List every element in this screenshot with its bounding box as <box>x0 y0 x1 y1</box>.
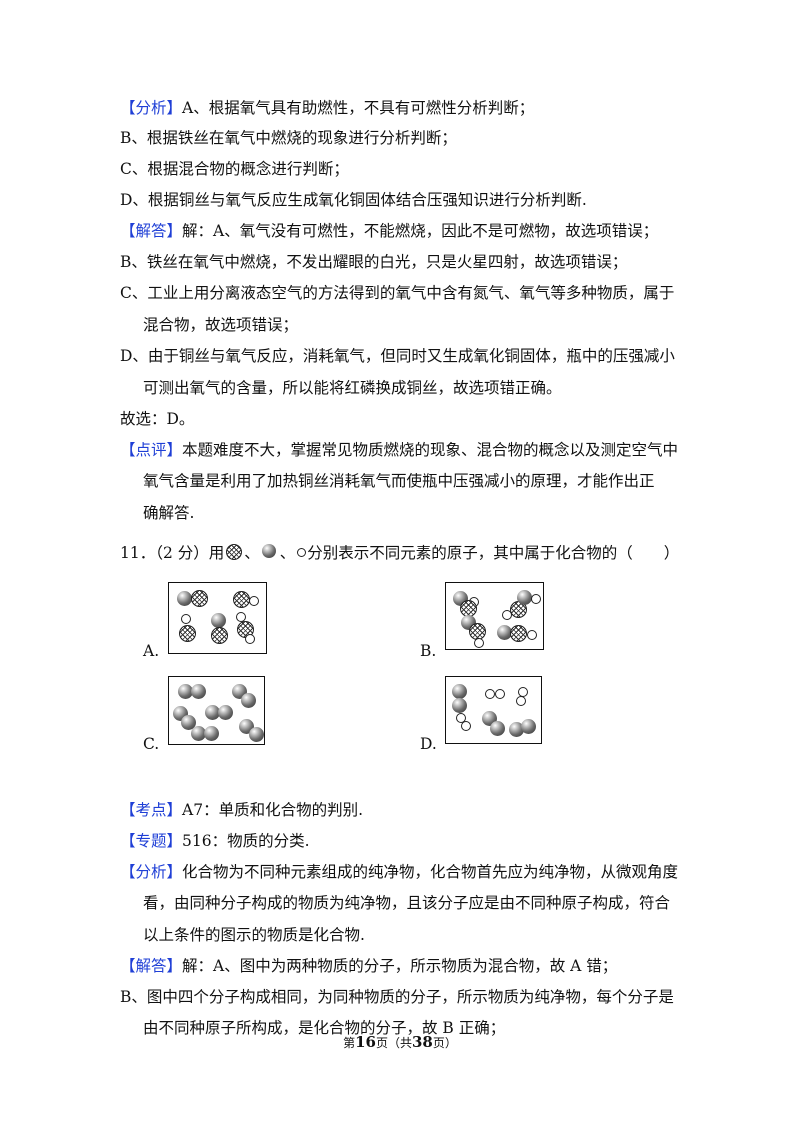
dark-atom <box>497 625 512 640</box>
analysis-line-a: 【分析】A、根据氧气具有助燃性，不具有可燃性分析判断； <box>120 97 534 119</box>
topic-text: 516：物质的分类. <box>182 832 310 850</box>
comment-line-3: 确解答. <box>143 504 195 522</box>
question-suffix: 分别表示不同元素的原子，其中属于化合物的（ ） <box>307 544 680 562</box>
solution-line-d1: D、由于铜丝与氧气反应，消耗氧气，但同时又生成氧化铜固体，瓶中的压强减小 <box>120 347 675 365</box>
analysis2-tag: 【分析】 <box>120 863 183 881</box>
option-b-label: B. <box>420 642 437 660</box>
dark-atom <box>490 721 505 736</box>
solution-text: 解：A、氧气没有可燃性，不能燃烧，因此不是可燃物，故选项错误； <box>182 222 659 240</box>
hatched-atom <box>179 625 196 642</box>
dark-atom <box>521 719 536 734</box>
footer-suffix: 页） <box>432 1036 457 1050</box>
dark-atom <box>509 722 524 737</box>
hatched-atom <box>191 590 208 607</box>
dark-atom <box>241 693 256 708</box>
answer-line: 故选：D。 <box>120 410 195 428</box>
dark-atom <box>249 727 264 742</box>
hatched-atom <box>510 601 527 618</box>
analysis2-line-1: 【分析】化合物为不同种元素组成的纯净物，化合物首先应为纯净物，从微观角度 <box>120 861 678 883</box>
option-d-label: D. <box>420 735 437 753</box>
dark-atom <box>452 698 467 713</box>
analysis2-line-2: 看，由同种分子构成的物质为纯净物，且该分子应是由不同种原子构成，符合 <box>143 894 671 912</box>
analysis-line-d: D、根据铜丝与氧气反应生成氧化铜固体结合压强知识进行分析判断. <box>120 191 587 209</box>
dark-atom <box>178 684 193 699</box>
dark-atom <box>181 715 196 730</box>
small-atom-legend <box>295 544 307 560</box>
solution2-line-b1: B、图中四个分子构成相同，为同种物质的分子，所示物质为纯净物，每个分子是 <box>120 988 674 1006</box>
small-atom <box>527 630 537 640</box>
solution-line-c1: C、工业上用分离液态空气的方法得到的氧气中含有氮气、氧气等多种物质，属于 <box>120 284 675 302</box>
key-point-tag: 【考点】 <box>120 801 183 819</box>
solution-tag: 【解答】 <box>120 222 183 240</box>
small-atom <box>181 614 191 624</box>
comment-text: 本题难度不大，掌握常见物质燃烧的现象、混合物的概念以及测定空气中 <box>182 441 679 459</box>
small-atom <box>495 689 505 699</box>
topic-line: 【专题】516：物质的分类. <box>120 830 310 852</box>
small-atom <box>245 634 255 644</box>
small-atom <box>516 696 526 706</box>
footer-prefix: 第 <box>343 1036 356 1050</box>
analysis-text: A、根据氧气具有助燃性，不具有可燃性分析判断； <box>182 99 535 117</box>
question-11-stem: 11．（2 分）用、、分别表示不同元素的原子，其中属于化合物的（ ） <box>120 542 679 564</box>
page-footer: 第16页（共38页） <box>0 1033 800 1051</box>
option-a-label: A. <box>143 642 160 660</box>
footer-middle: 页（共 <box>375 1036 412 1050</box>
dark-atom <box>204 726 219 741</box>
total-pages: 38 <box>412 1033 433 1051</box>
solution2-text: 解：A、图中为两种物质的分子，所示物质为混合物，故 A 错； <box>182 957 618 975</box>
dark-atom <box>211 613 226 628</box>
solution2-tag: 【解答】 <box>120 957 183 975</box>
key-point-text: A7：单质和化合物的判别. <box>182 801 363 819</box>
hatched-atom <box>211 627 228 644</box>
solution-line-a: 【解答】解：A、氧气没有可燃性，不能燃烧，因此不是可燃物，故选项错误； <box>120 220 658 242</box>
option-c-diagram <box>168 676 265 745</box>
comment-line-2: 氧气含量是利用了加热铜丝消耗氧气而使瓶中压强减小的原理，才能作出正 <box>143 472 655 490</box>
small-atom-icon <box>297 548 307 557</box>
dark-atom-legend <box>260 544 280 560</box>
question-sep-2: 、 <box>279 544 296 562</box>
small-atom <box>531 594 541 604</box>
solution2-line-b2: 由不同种原子所构成，是化合物的分子，故 B 正确； <box>143 1019 506 1037</box>
dark-atom <box>218 705 233 720</box>
question-prefix: 11．（2 分）用 <box>120 544 225 562</box>
solution2-line-a: 【解答】解：A、图中为两种物质的分子，所示物质为混合物，故 A 错； <box>120 955 617 977</box>
small-atom <box>474 638 484 648</box>
hatched-atom-icon <box>226 544 243 560</box>
dark-atom-icon <box>261 544 276 558</box>
option-d-diagram <box>445 676 542 744</box>
comment-tag: 【点评】 <box>120 441 183 459</box>
question-sep-1: 、 <box>244 544 260 562</box>
solution-line-d2: 可测出氧气的含量，所以能将红磷换成铜丝，故选项错正确。 <box>143 379 562 397</box>
dark-atom <box>177 591 192 606</box>
page-number: 16 <box>355 1033 376 1051</box>
solution-line-c2: 混合物，故选项错误； <box>143 316 299 334</box>
small-atom <box>249 596 259 606</box>
small-atom <box>461 721 471 731</box>
small-atom <box>502 610 512 620</box>
dark-atom <box>191 726 206 741</box>
comment-line-1: 【点评】本题难度不大，掌握常见物质燃烧的现象、混合物的概念以及测定空气中 <box>120 439 678 461</box>
analysis2-line-3: 以上条件的图示的物质是化合物. <box>143 926 365 944</box>
small-atom <box>485 689 495 699</box>
option-c-label: C. <box>143 735 160 753</box>
hatched-atom <box>237 621 254 638</box>
analysis-line-c: C、根据混合物的概念进行判断； <box>120 160 349 178</box>
analysis2-text: 化合物为不同种元素组成的纯净物，化合物首先应为纯净物，从微观角度 <box>182 863 679 881</box>
hatched-atom <box>510 625 527 642</box>
hatched-atom-legend <box>224 544 244 560</box>
analysis-tag: 【分析】 <box>120 99 183 117</box>
dark-atom <box>191 684 206 699</box>
option-b-diagram <box>445 582 544 650</box>
dark-atom <box>452 684 467 699</box>
topic-tag: 【专题】 <box>120 832 183 850</box>
solution-line-b: B、铁丝在氧气中燃烧，不发出耀眼的白光，只是火星四射，故选项错误； <box>120 253 628 271</box>
hatched-atom <box>233 591 250 608</box>
key-point-line: 【考点】A7：单质和化合物的判别. <box>120 799 363 821</box>
option-a-diagram <box>168 582 267 654</box>
dark-atom <box>205 705 220 720</box>
dark-atom <box>517 590 532 605</box>
analysis-line-b: B、根据铁丝在氧气中燃烧的现象进行分析判断； <box>120 129 457 147</box>
